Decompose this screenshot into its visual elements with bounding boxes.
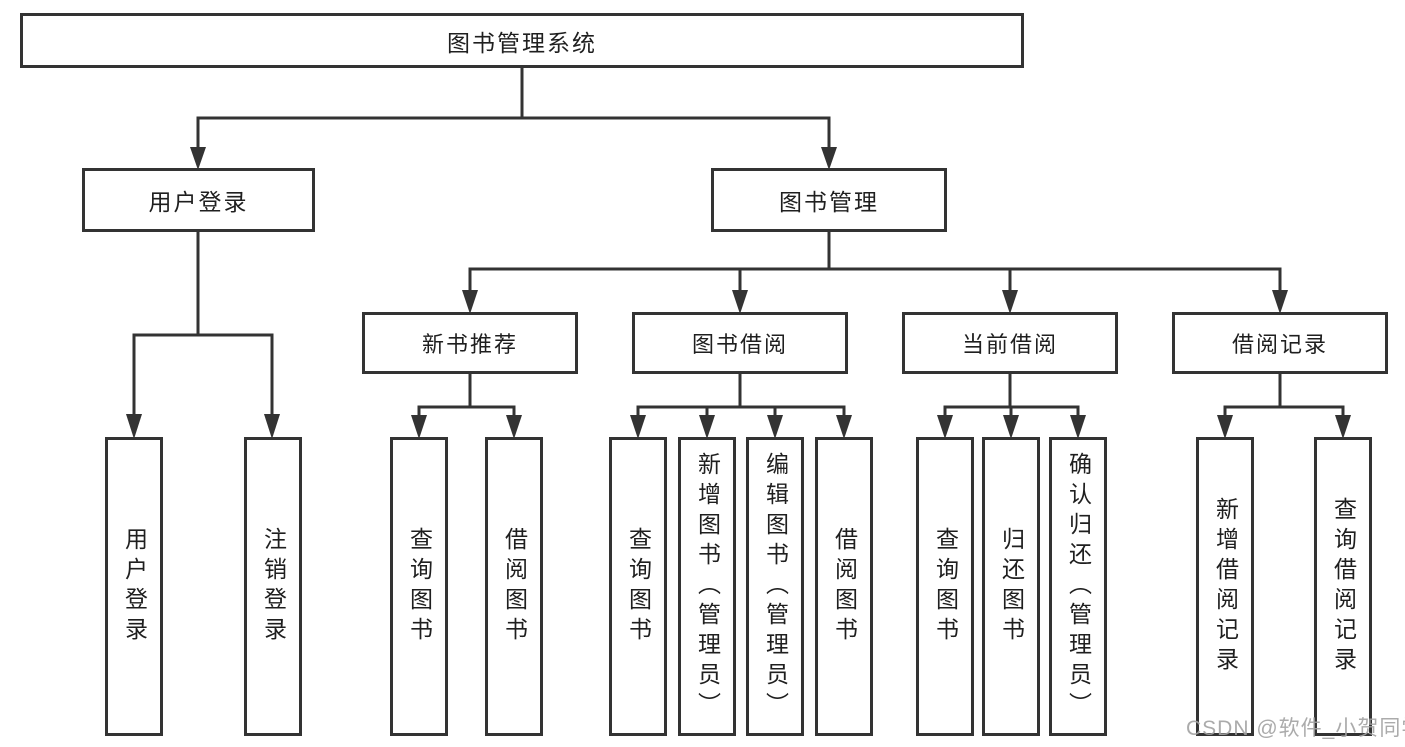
leaf-label: 查询图书 (932, 526, 959, 647)
leaf-query-books-borrowing: 查询图书 (609, 437, 667, 736)
node-borrowing-records: 借阅记录 (1172, 312, 1388, 374)
arrowhead-icon (630, 415, 646, 439)
leaf-confirm-return-admin: 确认归还（管理员） (1049, 437, 1107, 736)
leaf-borrow-books-borrowing: 借阅图书 (815, 437, 873, 736)
node-current-borrowing: 当前借阅 (902, 312, 1118, 374)
node-label: 图书借阅 (691, 332, 788, 357)
leaf-label: 归还图书 (998, 526, 1025, 647)
node-book-borrowing: 图书借阅 (632, 312, 848, 374)
leaf-logout: 注销登录 (244, 437, 302, 736)
arrowhead-icon (190, 147, 206, 170)
arrowhead-icon (462, 290, 478, 314)
arrowhead-icon (821, 147, 837, 170)
arrowhead-icon (1070, 415, 1086, 439)
node-user-login: 用户登录 (82, 168, 315, 232)
leaf-label: 新增图书（管理员） (694, 451, 721, 722)
leaf-label: 新增借阅记录 (1212, 496, 1239, 677)
arrowhead-icon (264, 414, 280, 439)
leaf-edit-book-admin: 编辑图书（管理员） (746, 437, 804, 736)
node-root-system: 图书管理系统 (20, 13, 1024, 68)
leaf-label: 查询借阅记录 (1330, 496, 1357, 677)
node-label: 新书推荐 (421, 332, 518, 357)
arrowhead-icon (126, 414, 142, 439)
leaf-label: 注销登录 (260, 526, 287, 647)
arrowhead-icon (937, 415, 953, 439)
leaf-query-books-recommend: 查询图书 (390, 437, 448, 736)
node-label: 借阅记录 (1231, 332, 1328, 357)
arrowhead-icon (1003, 415, 1019, 439)
leaf-label: 用户登录 (121, 526, 148, 647)
node-book-management: 图书管理 (711, 168, 947, 232)
arrowhead-icon (1217, 415, 1233, 439)
leaf-query-books-current: 查询图书 (916, 437, 974, 736)
leaf-add-book-admin: 新增图书（管理员） (678, 437, 736, 736)
arrowhead-icon (836, 415, 852, 439)
leaf-label: 查询图书 (406, 526, 433, 647)
arrowhead-icon (506, 415, 522, 439)
leaf-label: 借阅图书 (831, 526, 858, 647)
node-label: 当前借阅 (961, 332, 1058, 357)
leaf-add-borrow-record: 新增借阅记录 (1196, 437, 1254, 736)
leaf-return-books: 归还图书 (982, 437, 1040, 736)
arrowhead-icon (1335, 415, 1351, 439)
leaf-label: 确认归还（管理员） (1065, 451, 1092, 722)
leaf-label: 编辑图书（管理员） (762, 451, 789, 722)
node-label: 图书管理系统 (447, 29, 597, 56)
arrowhead-icon (699, 415, 715, 439)
node-new-book-recommend: 新书推荐 (362, 312, 578, 374)
node-label: 用户登录 (148, 189, 249, 215)
leaf-query-borrow-record: 查询借阅记录 (1314, 437, 1372, 736)
arrowhead-icon (411, 415, 427, 439)
arrowhead-icon (732, 290, 748, 314)
leaf-user-login: 用户登录 (105, 437, 163, 736)
leaf-borrow-books-recommend: 借阅图书 (485, 437, 543, 736)
node-label: 图书管理 (779, 189, 879, 215)
arrowhead-icon (1272, 290, 1288, 314)
csdn-watermark: CSDN @软件_小贺同学 (1186, 717, 1405, 740)
leaf-label: 借阅图书 (501, 526, 528, 647)
leaf-label: 查询图书 (625, 526, 652, 647)
arrowhead-icon (1002, 290, 1018, 314)
arrowhead-icon (767, 415, 783, 439)
